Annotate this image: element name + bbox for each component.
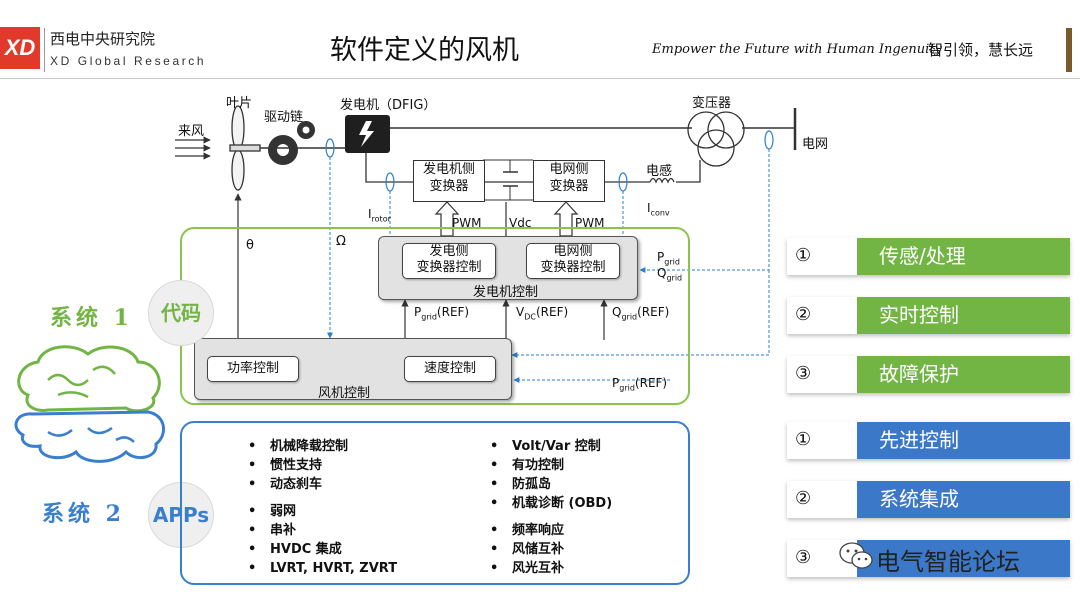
omega-label: Ω — [336, 234, 346, 249]
apps-list-right: Volt/Var 控制 有功控制 防孤岛 机载诊断 (OBD) 频率响应 风储互… — [490, 437, 612, 578]
list-item: 风光互补 — [490, 559, 612, 578]
vdc-ref-label: VDC(REF) — [516, 305, 569, 322]
blade-label: 叶片 — [226, 96, 253, 111]
list-item: 串补 — [248, 521, 397, 540]
list-item: 有功控制 — [490, 456, 612, 475]
power-control-box: 功率控制 — [207, 356, 299, 382]
list-number: ③ — [795, 547, 812, 568]
p-grid-ref-label-2: Pgrid(REF) — [612, 376, 668, 393]
list-label: 传感/处理 — [857, 238, 1070, 275]
list-label: 系统集成 — [857, 481, 1070, 518]
list-item-sensing: ① 传感/处理 — [787, 238, 1070, 275]
list-item: Volt/Var 控制 — [490, 437, 612, 456]
pwm-label-1: PWM — [452, 216, 482, 230]
i-rotor-label: Irotor — [368, 207, 391, 224]
list-number: ① — [795, 429, 812, 450]
logo-separator — [44, 28, 45, 72]
generator-label: 发电机（DFIG） — [340, 98, 437, 113]
list-item: 弱网 — [248, 502, 397, 521]
q-grid-ref-label: Qgrid(REF) — [612, 305, 670, 322]
list-label — [857, 540, 1070, 577]
list-item-realtime-control: ② 实时控制 — [787, 297, 1070, 334]
list-number: ① — [795, 245, 812, 266]
list-item-advanced-control: ① 先进控制 — [787, 422, 1070, 459]
grid-side-converter: 电网侧 变换器 — [533, 160, 605, 202]
list-item: 惯性支持 — [248, 456, 397, 475]
transformer-label: 变压器 — [692, 96, 732, 111]
list-item: 风储互补 — [490, 540, 612, 559]
list-number: ② — [795, 304, 812, 325]
drivetrain-label: 驱动链 — [264, 110, 304, 125]
list-item: LVRT, HVRT, ZVRT — [248, 559, 397, 578]
wind-label: 来风 — [178, 124, 205, 139]
list-item: HVDC 集成 — [248, 540, 397, 559]
apps-frame — [180, 421, 690, 585]
list-item-third: ③ — [787, 540, 1070, 577]
list-item: 防孤岛 — [490, 475, 612, 494]
list-item-fault-protection: ③ 故障保护 — [787, 356, 1070, 393]
list-label: 实时控制 — [857, 297, 1070, 334]
page-title: 软件定义的风机 — [330, 35, 519, 66]
list-number: ② — [795, 488, 812, 509]
org-name-cn: 西电中央研究院 — [50, 30, 156, 48]
p-grid-label: Pgrid — [657, 250, 680, 267]
q-grid-label: Qgrid — [657, 266, 683, 283]
watermark-text: 电气智能论坛 — [876, 548, 1020, 576]
list-item: 频率响应 — [490, 521, 612, 540]
generator-icon — [345, 115, 390, 153]
rotor-blade-icon — [229, 105, 261, 191]
accent-bar — [1066, 28, 1072, 72]
generator-side-converter: 发电机侧 变换器 — [413, 160, 485, 202]
pwm-label-2: PWM — [575, 216, 605, 230]
list-number: ③ — [795, 363, 812, 384]
wechat-icon — [839, 542, 873, 569]
gear-icon — [268, 121, 315, 165]
i-conv-label: Iconv — [647, 201, 670, 218]
list-item-system-integration: ② 系统集成 — [787, 481, 1070, 518]
list-item: 机械降载控制 — [248, 437, 397, 456]
header-divider — [0, 78, 1080, 79]
generator-control-title: 发电机控制 — [473, 285, 539, 300]
code-badge: 代码 — [148, 280, 214, 346]
list-item: 动态刹车 — [248, 475, 397, 494]
turbine-control-title: 风机控制 — [318, 386, 371, 401]
inductor-label: 电感 — [646, 164, 673, 179]
theta-label: θ — [246, 238, 254, 253]
grid-label: 电网 — [802, 137, 829, 152]
list-label: 故障保护 — [857, 356, 1070, 393]
xd-logo: XD — [0, 27, 40, 69]
speed-control-box: 速度控制 — [404, 356, 496, 382]
list-item: 机载诊断 (OBD) — [490, 494, 612, 513]
gen-side-converter-control: 发电侧 变换器控制 — [402, 243, 496, 279]
slogan-en: Empower the Future with Human Ingenuity — [652, 42, 942, 57]
grid-side-converter-control: 电网侧 变换器控制 — [526, 243, 620, 279]
inductor-icon — [649, 177, 675, 184]
apps-list-left: 机械降载控制 惯性支持 动态刹车 弱网 串补 HVDC 集成 LVRT, HVR… — [248, 437, 397, 578]
list-label: 先进控制 — [857, 422, 1070, 459]
system1-label: 系统 1 — [50, 305, 133, 331]
system2-label: 系统 2 — [42, 501, 125, 527]
wind-arrows-icon — [175, 136, 211, 160]
transformer-icon — [687, 111, 745, 167]
brain-icon — [14, 345, 165, 463]
p-grid-ref-label: Pgrid(REF) — [414, 305, 470, 322]
slogan-cn: 智引领，慧长远 — [928, 41, 1034, 59]
org-name-en: XD Global Research — [50, 54, 207, 68]
vdc-label: Vdc — [509, 216, 532, 230]
